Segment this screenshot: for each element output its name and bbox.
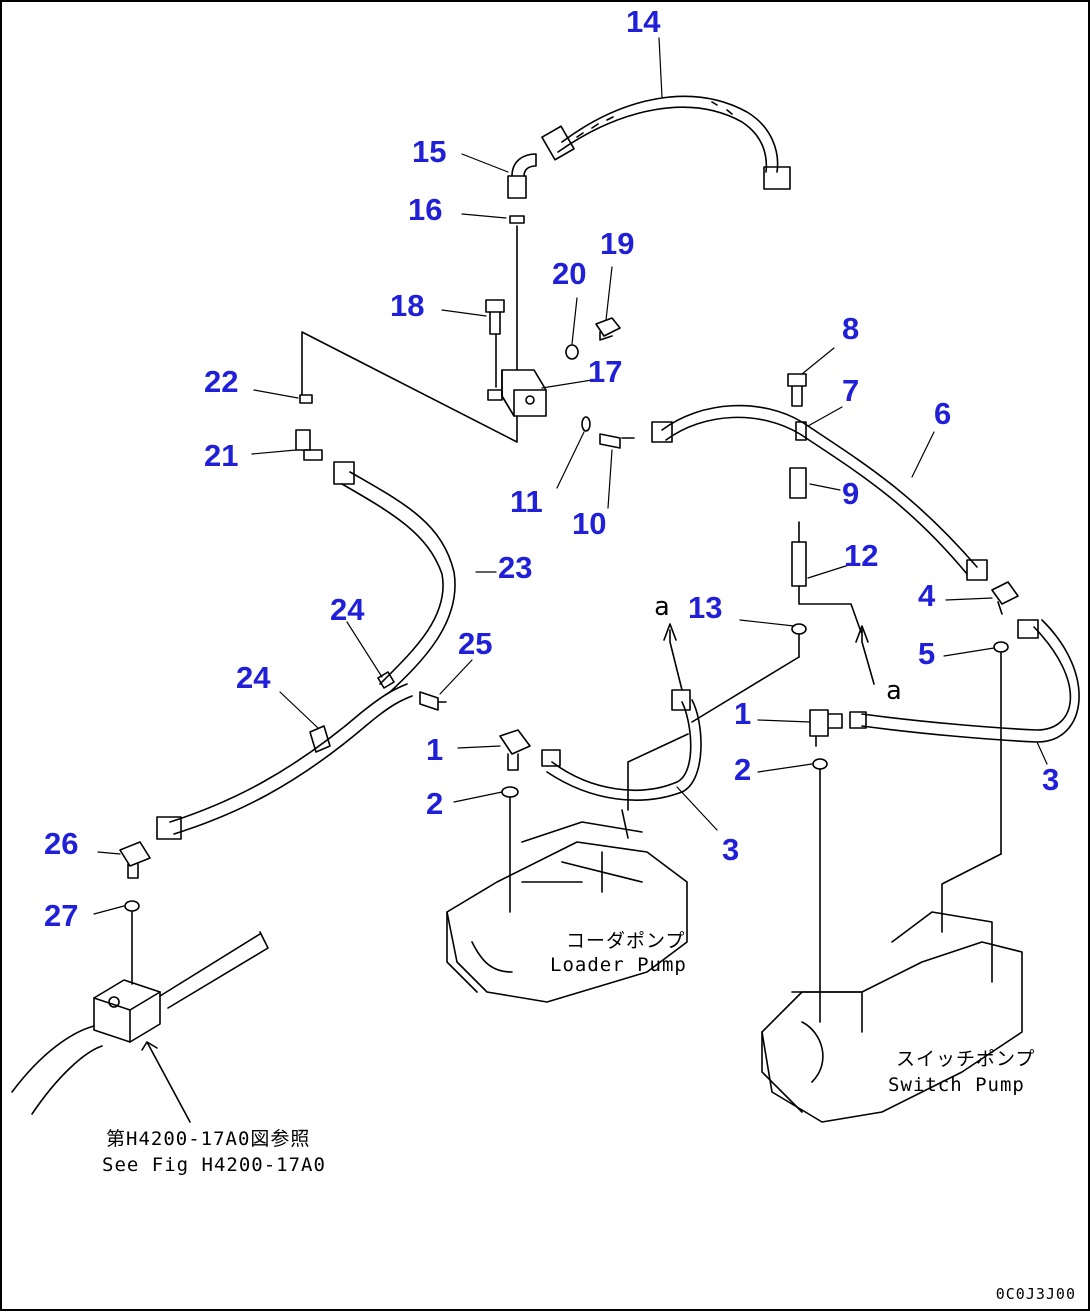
part-number-15: 15 [412, 134, 447, 169]
o-ring-20 [565, 344, 579, 360]
see-fig-label-jp: 第H4200-17A0図参照 [106, 1128, 311, 1150]
part-number-18: 18 [390, 288, 425, 323]
part-number-9: 9 [842, 476, 860, 511]
part-number-4: 4 [918, 578, 936, 613]
hose-24-lower [156, 683, 413, 840]
bolt-8 [787, 373, 807, 407]
part-number-23: 23 [498, 550, 533, 585]
part-number-24-lower: 24 [236, 660, 271, 695]
part-number-1-right: 1 [734, 696, 752, 731]
o-ring-2-left [501, 786, 519, 798]
o-ring-27 [124, 900, 140, 912]
part-number-19: 19 [600, 226, 635, 261]
part-number-5: 5 [918, 636, 936, 671]
o-ring-11 [581, 416, 591, 432]
part-number-6: 6 [934, 396, 952, 431]
part-number-21: 21 [204, 438, 239, 473]
fitting-10 [599, 433, 635, 449]
clamp-7 [795, 421, 807, 441]
drawing-code: 0C0J3J00 [995, 1285, 1076, 1303]
clip-25 [419, 691, 447, 711]
part-number-2-left: 2 [426, 786, 444, 821]
arrow-a-left [663, 623, 683, 691]
part-number-27: 27 [44, 898, 79, 933]
elbow-4 [991, 581, 1019, 615]
elbow-21 [295, 429, 323, 461]
part-number-3-left: 3 [722, 832, 740, 867]
plug-19 [595, 317, 621, 341]
loader-pump [446, 821, 688, 1003]
part-number-3-right: 3 [1042, 762, 1060, 797]
switch-pump-label-jp: スイッチポンプ [896, 1048, 1036, 1070]
switch-pump-label-en: Switch Pump [888, 1074, 1025, 1096]
part-number-22: 22 [204, 364, 239, 399]
part-number-11: 11 [510, 484, 543, 519]
part-number-12: 12 [844, 538, 879, 573]
o-ring-16 [509, 215, 525, 224]
elbow-15 [507, 153, 537, 199]
part-number-13: 13 [688, 590, 723, 625]
o-ring-2-right [812, 758, 828, 770]
arrow-label-a-left: a [654, 592, 670, 622]
o-ring-22 [299, 394, 313, 404]
see-fig-label-en: See Fig H4200-17A0 [102, 1154, 326, 1176]
clamp-24-lower [309, 725, 331, 753]
loader-pump-label-en: Loader Pump [550, 954, 687, 976]
part-number-8: 8 [842, 311, 860, 346]
part-number-26: 26 [44, 826, 79, 861]
hose-23 [333, 461, 456, 693]
part-number-14: 14 [626, 4, 661, 39]
hose-3-right [849, 619, 1080, 743]
hose-3-left [541, 689, 702, 801]
clamp-24-upper [377, 671, 395, 689]
block-17 [487, 369, 547, 417]
elbow-1-left [499, 729, 531, 771]
elbow-26 [119, 841, 151, 879]
loader-pump-label-jp: コーダポンプ [566, 930, 686, 952]
part-number-25: 25 [458, 626, 493, 661]
hose-6 [651, 404, 988, 581]
elbow-1-right [809, 709, 843, 747]
hose-14 [541, 95, 791, 190]
part-number-2-right: 2 [734, 752, 752, 787]
spacer-9 [789, 467, 807, 499]
arrow-a-right [855, 625, 875, 685]
bolt-18 [485, 299, 505, 388]
part-number-24-upper: 24 [330, 592, 365, 627]
part-number-17: 17 [588, 354, 623, 389]
bracket-line [301, 331, 518, 443]
part-number-16: 16 [408, 192, 443, 227]
part-number-10: 10 [572, 506, 607, 541]
leader-line [621, 656, 800, 839]
leader-lines [93, 37, 1048, 915]
switch-pump [761, 853, 1023, 1123]
valve-block [11, 931, 269, 1123]
fitting-12 [791, 521, 862, 633]
arrow-label-a-right: a [886, 676, 902, 706]
o-ring-5 [993, 641, 1009, 653]
part-number-20: 20 [552, 256, 587, 291]
part-number-7: 7 [842, 373, 860, 408]
part-number-1-left: 1 [426, 732, 444, 767]
